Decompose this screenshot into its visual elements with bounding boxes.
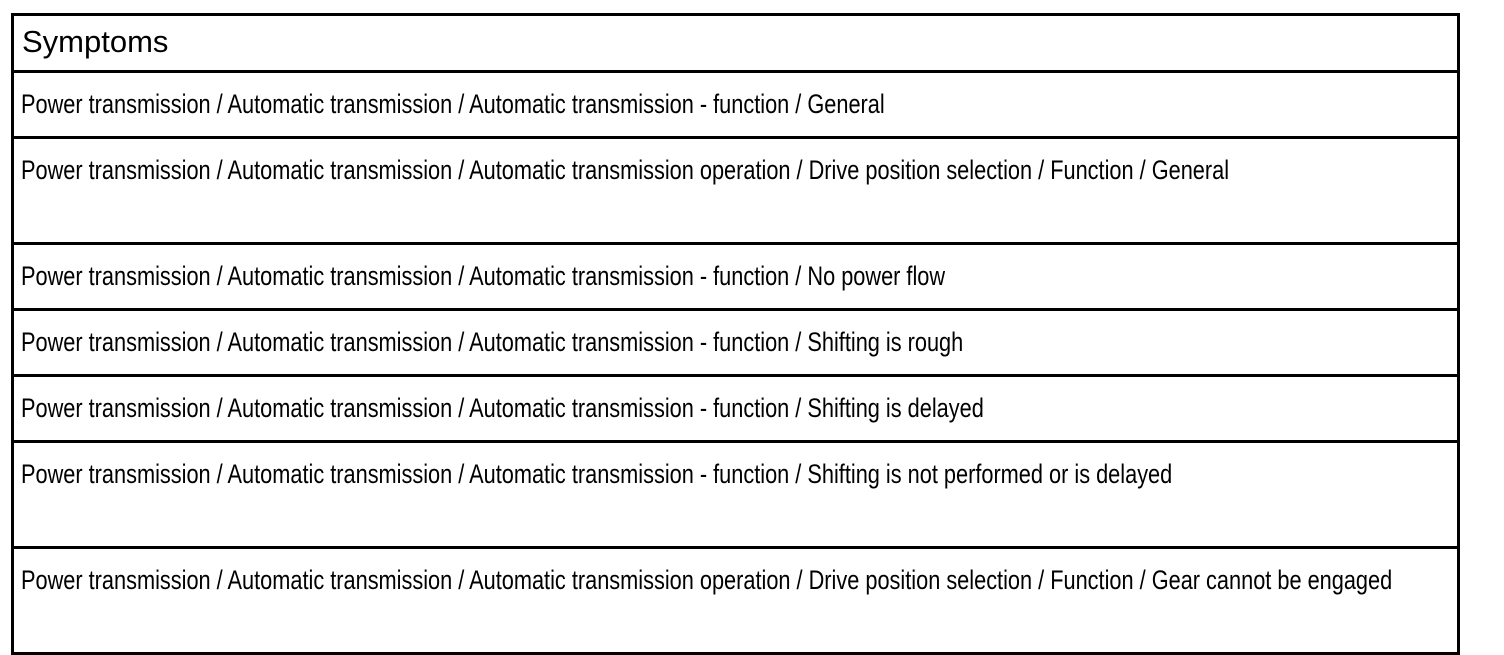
symptom-path-text: Power transmission / Automatic transmiss… [21,459,1173,489]
symptom-cell: Power transmission / Automatic transmiss… [12,243,1459,311]
symptom-cell: Power transmission / Automatic transmiss… [13,548,1459,654]
symptom-path-text: Power transmission / Automatic transmiss… [21,565,1393,595]
symptom-cell: Power transmission / Automatic transmiss… [12,375,1459,443]
symptom-cell: Power transmission / Automatic transmiss… [12,441,1459,549]
column-header-label: Symptoms [22,24,169,59]
table-body: Power transmission / Automatic transmiss… [12,71,1459,654]
document-page: Symptoms Power transmission / Automatic … [11,13,1460,655]
table-row: Power transmission / Automatic transmiss… [12,137,1459,245]
table-row: Power transmission / Automatic transmiss… [12,375,1459,443]
table-header-row: Symptoms [12,14,1459,73]
symptom-path-text: Power transmission / Automatic transmiss… [21,155,1230,185]
symptom-cell: Power transmission / Automatic transmiss… [12,137,1459,245]
symptom-cell: Power transmission / Automatic transmiss… [12,71,1459,139]
symptom-cell: Power transmission / Automatic transmiss… [12,309,1459,377]
symptom-path-text: Power transmission / Automatic transmiss… [21,261,946,291]
symptoms-table: Symptoms Power transmission / Automatic … [11,13,1460,655]
table-row: Power transmission / Automatic transmiss… [12,441,1459,549]
symptom-path-text: Power transmission / Automatic transmiss… [21,89,885,119]
column-header-symptoms: Symptoms [12,14,1459,73]
table-row: Power transmission / Automatic transmiss… [12,309,1459,377]
table-row: Power transmission / Automatic transmiss… [12,71,1459,139]
table-header: Symptoms [12,14,1459,73]
table-row: Power transmission / Automatic transmiss… [12,243,1459,311]
table-row: Power transmission / Automatic transmiss… [12,547,1459,654]
symptom-path-text: Power transmission / Automatic transmiss… [21,393,984,423]
symptom-path-text: Power transmission / Automatic transmiss… [21,327,964,357]
